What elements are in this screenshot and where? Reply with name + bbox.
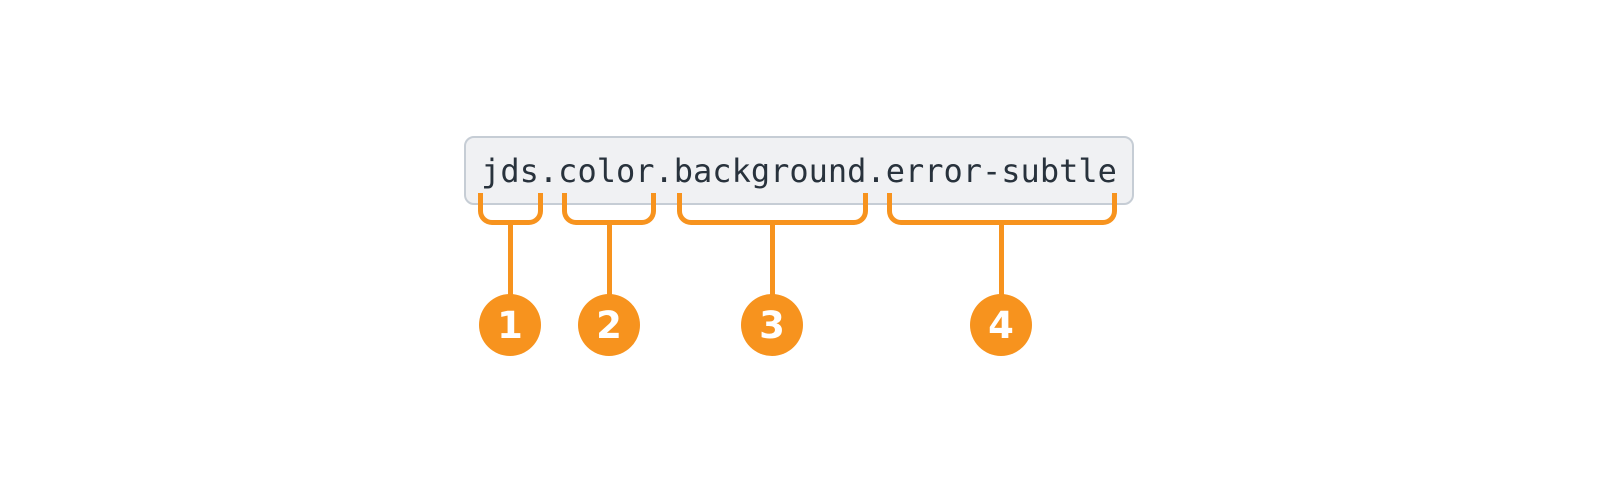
bracket-segment-background — [677, 193, 868, 225]
bracket-segment-error-subtle — [887, 193, 1117, 225]
token-text: jds.color.background.error-subtle — [481, 151, 1117, 190]
connector-line-2 — [607, 223, 612, 296]
marker-number-1: 1 — [497, 303, 523, 347]
marker-badge-2: 2 — [578, 294, 640, 356]
bracket-segment-jds — [478, 193, 543, 225]
marker-number-4: 4 — [988, 303, 1014, 347]
marker-badge-1: 1 — [479, 294, 541, 356]
marker-number-2: 2 — [596, 303, 622, 347]
connector-line-4 — [999, 223, 1004, 296]
marker-badge-3: 3 — [741, 294, 803, 356]
bracket-segment-color — [562, 193, 656, 225]
connector-line-3 — [770, 223, 775, 296]
connector-line-1 — [508, 223, 513, 296]
marker-number-3: 3 — [759, 303, 785, 347]
marker-badge-4: 4 — [970, 294, 1032, 356]
